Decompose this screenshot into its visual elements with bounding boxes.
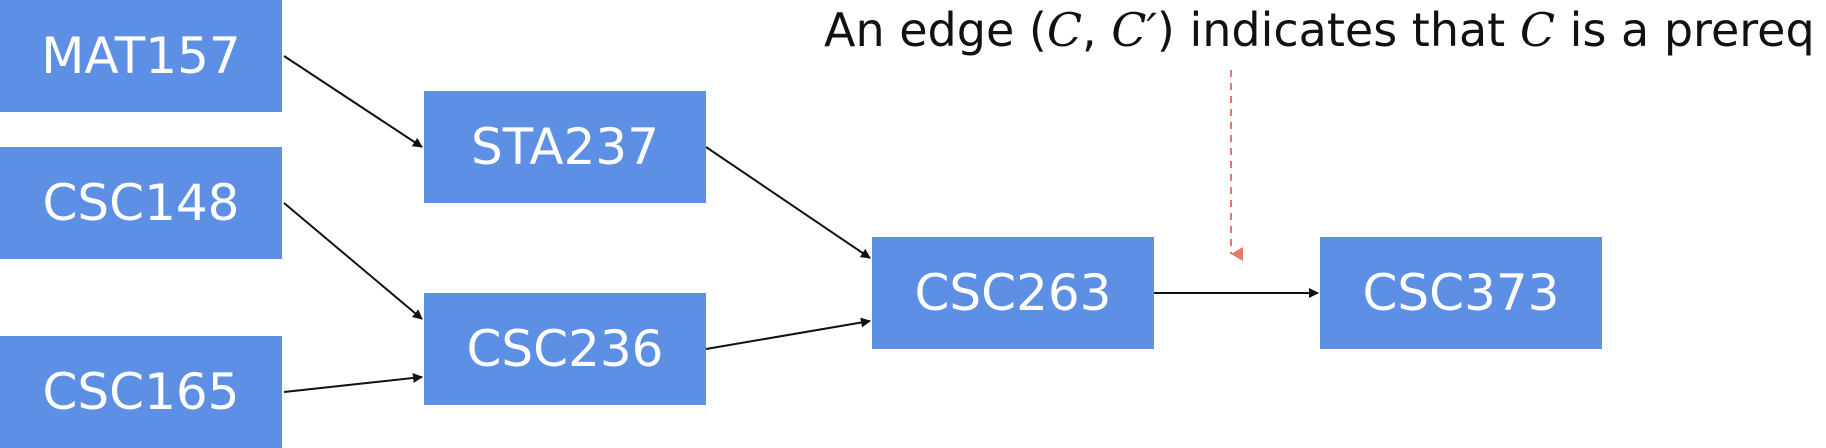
annotation-prefix: An edge ( [824, 3, 1047, 57]
edge-annotation: An edge (C, C′) indicates that C is a pr… [824, 2, 1815, 58]
node-sta237: STA237 [424, 91, 706, 203]
annotation-comma: , [1082, 3, 1112, 57]
annotation-middle: ) indicates that [1156, 3, 1520, 57]
node-mat157: MAT157 [0, 0, 282, 112]
node-csc373: CSC373 [1320, 237, 1602, 349]
annotation-var-c-prime: C′ [1111, 3, 1157, 57]
node-csc263: CSC263 [872, 237, 1154, 349]
edge-sta237-csc263 [705, 146, 871, 259]
edge-mat157-sta237 [283, 55, 423, 148]
annotation-var-c: C [1046, 3, 1083, 57]
node-csc236: CSC236 [424, 293, 706, 405]
edge-csc148-csc236 [283, 202, 423, 320]
node-csc165: CSC165 [0, 336, 282, 448]
edge-csc236-csc263 [705, 317, 871, 350]
annotation-suffix: is a prereq [1555, 3, 1815, 57]
node-csc148: CSC148 [0, 147, 282, 259]
annotation-var-c2: C [1519, 3, 1556, 57]
edge-csc165-csc236 [283, 373, 423, 393]
